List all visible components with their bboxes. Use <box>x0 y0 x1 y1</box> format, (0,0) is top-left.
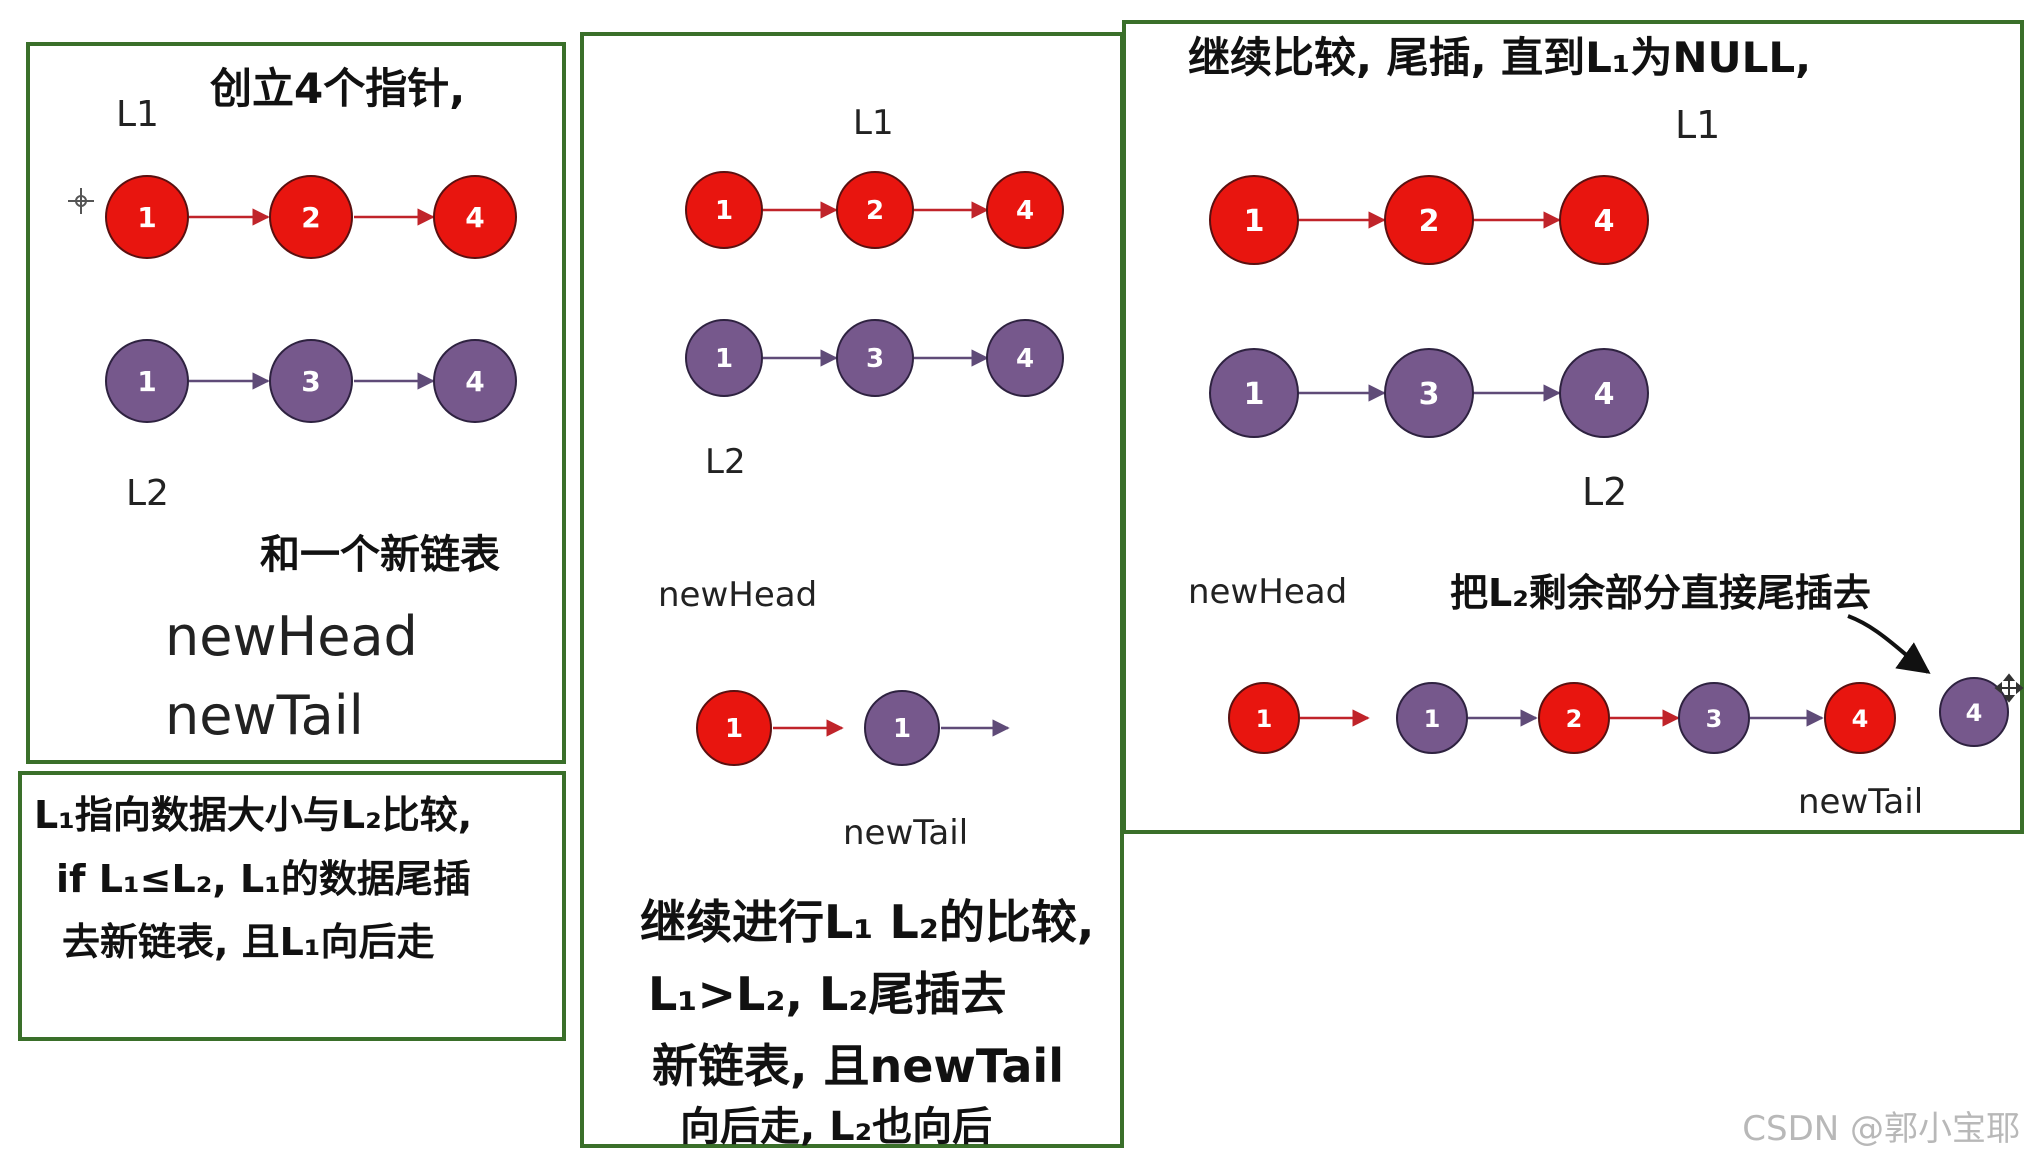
node-p1-l1-1-value: 1 <box>137 201 156 234</box>
panel-1-note-top: 创立4个指针, <box>210 64 465 113</box>
panel-3-frame <box>1122 20 2024 834</box>
node-p3-new-2 <box>1396 682 1468 754</box>
node-p3-l2-2 <box>1384 348 1474 438</box>
panel-3-newtail-label: newTail <box>1798 782 1923 822</box>
node-p3-new-4-value: 3 <box>1706 705 1723 733</box>
panel-2-l1-label: L1 <box>853 103 894 143</box>
node-p3-l1-2-value: 2 <box>1419 204 1440 239</box>
node-p1-l2-1 <box>105 339 189 423</box>
panel-2-note-line-1: 继续进行L₁ L₂的比较, <box>640 895 1094 949</box>
node-p2-new-1 <box>696 690 772 766</box>
node-p1-l2-3-value: 4 <box>465 365 484 398</box>
node-p3-l2-1 <box>1209 348 1299 438</box>
node-p3-new-3 <box>1538 682 1610 754</box>
panel-1-newhead-label: newHead <box>165 605 418 668</box>
node-p3-l1-1-value: 1 <box>1244 204 1265 239</box>
panel-2-l2-label: L2 <box>705 442 746 482</box>
panel-3-note-top: 继续比较, 尾插, 直到L₁为NULL, <box>1188 33 1811 82</box>
panel-2-newtail-label: newTail <box>843 813 968 853</box>
node-p1-l1-3-value: 4 <box>465 201 484 234</box>
node-p2-l2-1-value: 1 <box>715 344 733 374</box>
node-p3-new-5 <box>1824 682 1896 754</box>
node-p2-l1-3-value: 4 <box>1016 196 1034 226</box>
node-p2-new-2-value: 1 <box>893 714 911 744</box>
node-p1-l1-2-value: 2 <box>301 201 320 234</box>
curved-arrow-icon <box>1847 614 1931 674</box>
node-p3-l1-3 <box>1559 175 1649 265</box>
node-p2-l1-2 <box>836 171 914 249</box>
panel-2-note-line-4: 向后走, L₂也向后 <box>680 1104 992 1150</box>
node-p3-l1-2 <box>1384 175 1474 265</box>
node-p2-l2-3 <box>986 319 1064 397</box>
node-p2-l1-1-value: 1 <box>715 196 733 226</box>
watermark: CSDN @郭小宝耶 <box>1742 1109 2020 1149</box>
node-p3-l1-3-value: 4 <box>1594 204 1615 239</box>
panel-1-newtail-label: newTail <box>165 684 364 747</box>
crosshair-icon <box>68 188 94 214</box>
node-p2-l1-1 <box>685 171 763 249</box>
panel-1-note-line-1: L₁指向数据大小与L₂比较, <box>34 793 472 837</box>
node-p2-l2-3-value: 4 <box>1016 344 1034 374</box>
node-p1-l2-2 <box>269 339 353 423</box>
panel-3-l2-label: L2 <box>1582 470 1627 514</box>
node-p2-l1-3 <box>986 171 1064 249</box>
node-p2-new-2 <box>864 690 940 766</box>
node-p1-l1-2 <box>269 175 353 259</box>
panel-1-note-line-2: if L₁≤L₂, L₁的数据尾插 <box>56 857 471 901</box>
panel-1-l2-label: L2 <box>126 473 169 514</box>
node-p1-l2-2-value: 3 <box>301 365 320 398</box>
node-p1-l1-3 <box>433 175 517 259</box>
panel-1-note-line-3: 去新链表, 且L₁向后走 <box>62 920 435 964</box>
node-p2-new-1-value: 1 <box>725 714 743 744</box>
node-p3-extra <box>1939 677 2009 747</box>
panel-3-l1-label: L1 <box>1675 103 1720 147</box>
node-p3-l2-1-value: 1 <box>1244 377 1265 412</box>
node-p3-new-4 <box>1678 682 1750 754</box>
panel-2-note-line-3: 新链表, 且newTail <box>652 1039 1064 1093</box>
panel-1-frame <box>26 42 566 764</box>
node-p2-l2-1 <box>685 319 763 397</box>
node-p3-l1-1 <box>1209 175 1299 265</box>
node-p3-new-2-value: 1 <box>1424 705 1441 733</box>
node-p2-l1-2-value: 2 <box>866 196 884 226</box>
node-p3-l2-3 <box>1559 348 1649 438</box>
node-p3-l2-2-value: 3 <box>1419 377 1440 412</box>
node-p3-new-5-value: 4 <box>1852 705 1869 733</box>
node-p2-l2-2-value: 3 <box>866 344 884 374</box>
panel-3-note-mid: 把L₂剩余部分直接尾插去 <box>1450 571 1871 615</box>
node-p3-l2-3-value: 4 <box>1594 377 1615 412</box>
panel-3-newhead-label: newHead <box>1188 572 1347 612</box>
panel-1-l1-label: L1 <box>116 94 159 135</box>
panel-2-note-line-2: L₁>L₂, L₂尾插去 <box>648 967 1006 1021</box>
node-p2-l2-2 <box>836 319 914 397</box>
node-p3-new-3-value: 2 <box>1566 705 1583 733</box>
panel-1-note-frame <box>18 771 566 1041</box>
node-p1-l2-3 <box>433 339 517 423</box>
node-p3-extra-value: 4 <box>1966 699 1983 727</box>
move-cursor-icon <box>1994 673 2024 703</box>
node-p3-new-1-value: 1 <box>1256 705 1273 733</box>
panel-2-newhead-label: newHead <box>658 575 817 615</box>
node-p1-l2-1-value: 1 <box>137 365 156 398</box>
node-p3-new-1 <box>1228 682 1300 754</box>
node-p1-l1-1 <box>105 175 189 259</box>
panel-1-note-mid: 和一个新链表 <box>260 532 500 578</box>
